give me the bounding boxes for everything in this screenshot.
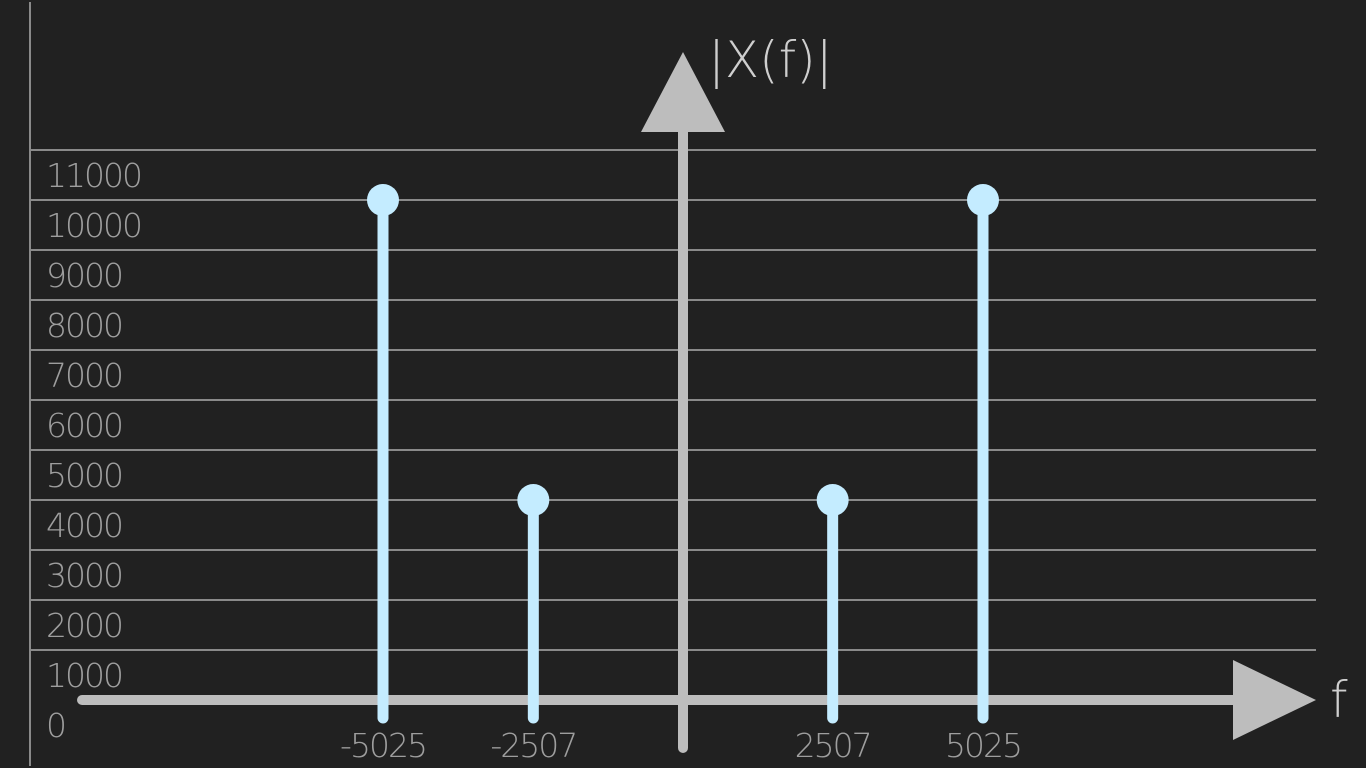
x-tick-label: 2507 [795,726,871,765]
y-tick-label: 0 [46,706,65,745]
stem-marker [816,484,849,516]
y-tick-label: 8000 [46,306,122,345]
y-tick-label: 11000 [46,156,141,195]
stem-marker [967,184,999,216]
y-tick-label: 7000 [46,356,122,395]
axes [77,52,1316,753]
x-tick-labels: -5025 -2507 2507 5025 [340,726,1023,765]
y-axis-arrowhead [641,52,725,132]
x-tick-label: -2507 [490,726,576,765]
x-axis-arrowhead [1233,660,1316,740]
y-tick-label: 10000 [46,206,141,245]
y-tick-label: 1000 [46,656,122,695]
y-tick-labels: 0 1000 2000 3000 4000 5000 6000 7000 8000 9000 100… [46,156,143,745]
y-tick-label: 6000 [46,406,122,445]
x-tick-label: 5025 [945,726,1021,765]
y-tick-label: 5000 [46,456,122,495]
x-axis-title: f [1330,671,1348,729]
stem-marker [517,484,550,516]
y-tick-label: 3000 [46,556,122,595]
y-tick-label: 2000 [46,606,122,645]
stems [367,184,999,724]
stem-marker [367,184,399,216]
y-tick-label: 4000 [46,506,122,545]
y-axis-title: |X(f)| [708,31,833,89]
y-tick-label: 9000 [46,256,122,295]
x-tick-label: -5025 [340,726,426,765]
grid-lines [30,149,1316,651]
